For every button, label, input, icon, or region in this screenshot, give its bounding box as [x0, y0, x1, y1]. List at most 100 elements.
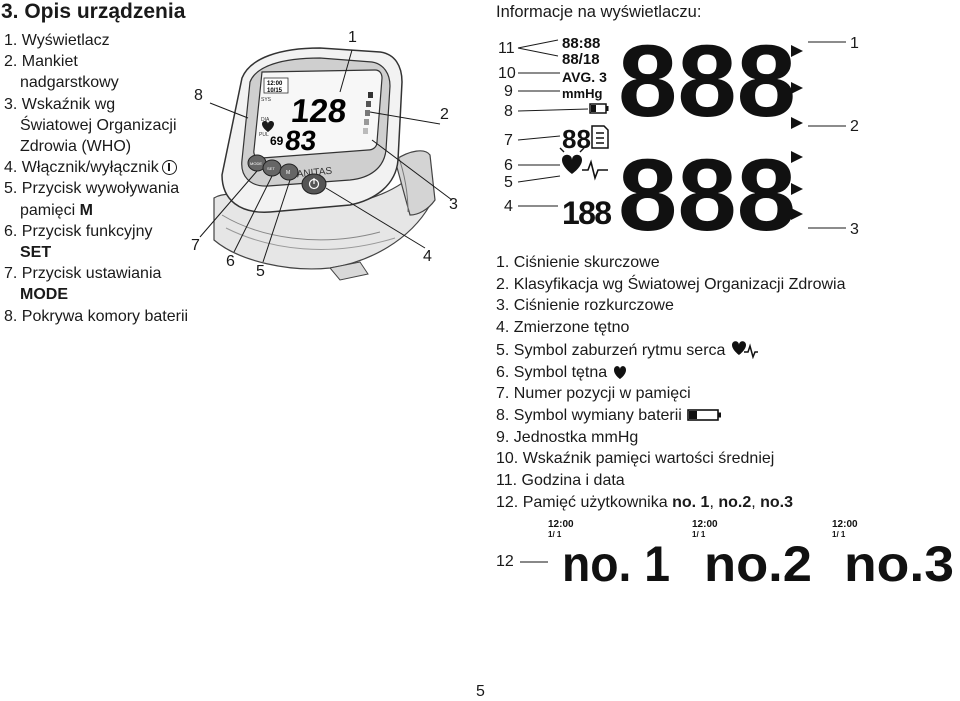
svg-text:12:00: 12:00	[692, 519, 718, 530]
callout-1: 1	[850, 35, 859, 52]
user-memory-glyph: no.2	[718, 493, 752, 511]
device-date: 10/15	[267, 88, 283, 94]
device-time: 12:00	[267, 81, 283, 87]
callout-11: 11	[498, 40, 515, 57]
svg-text:DIA: DIA	[261, 117, 270, 123]
svg-text:1/ 1: 1/ 1	[832, 530, 846, 539]
mode-key-label: MODE	[20, 286, 68, 304]
who-classification-arrows	[791, 45, 803, 220]
user-memory-glyph: no.3	[760, 493, 793, 511]
component-list: 1. Wyświetlacz 2. Mankiet nadgarstkowy 3…	[4, 30, 209, 327]
list-item: 7. Przycisk ustawiania	[4, 265, 162, 283]
callout-2: 2	[850, 118, 859, 135]
callout-7: 7	[191, 237, 200, 254]
heart-arrhythmia-icon	[731, 341, 758, 360]
list-item: 1. Wyświetlacz	[4, 32, 110, 49]
heart-arrhythmia-icon	[559, 147, 608, 181]
list-item: 10. Wskaźnik pamięci wartości średniej	[496, 450, 775, 468]
list-item: 5. Przycisk wywoływania	[4, 180, 180, 198]
list-item-continuation: Światowej Organizacji	[20, 116, 177, 134]
memory-key-label: M	[79, 201, 93, 219]
display-info-title: Informacje na wyświetlaczu:	[496, 3, 702, 21]
svg-text:12:00: 12:00	[832, 519, 858, 530]
lcd-date: 88/18	[562, 51, 600, 68]
callout-12: 12	[496, 553, 514, 570]
callout-5: 5	[256, 263, 265, 280]
callout-1: 1	[348, 29, 357, 46]
svg-text:no.3: no.3	[844, 536, 954, 592]
callout-2: 2	[440, 106, 449, 123]
list-item: 1. Ciśnienie skurczowe	[496, 254, 660, 271]
svg-text:M: M	[286, 170, 290, 176]
list-item-continuation: nadgarstkowy	[20, 74, 119, 92]
display-legend-list: 1. Ciśnienie skurczowe 2. Klasyfikacja w…	[496, 252, 845, 513]
user-memory-panels: 12:00 1/ 1 no. 1 12:00 1/ 1 no.2 12:00 1…	[520, 519, 954, 592]
list-item: 9. Jednostka mmHg	[496, 428, 639, 446]
section-title: 3. Opis urządzenia	[1, 0, 186, 23]
list-item-continuation: pamięci M	[20, 201, 93, 219]
lcd-systolic-digits: 888	[618, 24, 796, 138]
heart-icon	[613, 365, 626, 379]
lcd-unit: mmHg	[562, 86, 603, 101]
list-item: 8. Pokrywa komory baterii	[4, 307, 189, 325]
list-item: 12. Pamięć użytkownika no. 1, no.2, no.3	[496, 493, 793, 511]
callout-8: 8	[194, 87, 203, 104]
callout-8: 8	[504, 103, 513, 120]
lcd-time: 88:88	[562, 35, 600, 52]
set-key-label: SET	[20, 244, 52, 262]
callout-5: 5	[504, 174, 513, 191]
list-item: 2. Mankiet	[4, 53, 78, 71]
device-diastolic: 83	[284, 125, 318, 156]
memory-panel: 12:00 1/ 1 no.2	[692, 519, 812, 592]
svg-text:no. 1: no. 1	[562, 536, 670, 592]
user-memory-glyph: no. 1	[672, 493, 710, 511]
lcd-pulse: 188	[562, 195, 612, 231]
list-item: 8. Symbol wymiany baterii	[496, 405, 845, 427]
battery-icon	[589, 103, 609, 114]
device-systolic: 128	[289, 93, 348, 130]
list-item: 4. Włącznik/wyłącznik	[4, 157, 209, 178]
memory-panel: 12:00 1/ 1 no.3	[832, 519, 954, 592]
list-item: 4. Zmierzone tętno	[496, 319, 630, 337]
list-item: 3. Wskaźnik wg	[4, 95, 116, 113]
memory-button[interactable]: M	[279, 163, 299, 181]
set-button[interactable]: SET	[262, 159, 282, 177]
power-button[interactable]	[301, 173, 327, 195]
svg-text:1/ 1: 1/ 1	[692, 530, 706, 539]
who-indicator	[363, 92, 373, 134]
callout-3: 3	[850, 221, 859, 238]
list-item: 2. Klasyfikacja wg Światowej Organizacji…	[496, 275, 846, 293]
callout-4: 4	[504, 198, 513, 215]
list-item: 6. Przycisk funkcyjny	[4, 222, 153, 240]
svg-text:no.2: no.2	[704, 536, 812, 592]
lcd-diastolic-digits: 888	[618, 138, 796, 242]
device-pulse: 69	[270, 134, 284, 148]
svg-text:PUL: PUL	[259, 132, 269, 138]
lcd-memory-number: 88	[562, 124, 591, 154]
list-item: 11. Godzina i data	[496, 472, 625, 490]
battery-icon	[687, 409, 722, 421]
lcd-avg-indicator: AVG. 3	[562, 69, 607, 85]
svg-text:1/ 1: 1/ 1	[548, 530, 562, 539]
svg-text:12:00: 12:00	[548, 519, 574, 530]
lcd-diagram: 11 10 9 8 7 6 5 4 1 2 3 88:88 88/18 AVG.…	[498, 24, 859, 242]
callout-6: 6	[226, 253, 235, 270]
callout-4: 4	[423, 248, 432, 265]
callout-7: 7	[504, 132, 513, 149]
callout-10: 10	[498, 65, 516, 82]
svg-text:SYS: SYS	[261, 97, 272, 103]
list-item-continuation: Zdrowia (WHO)	[20, 138, 132, 156]
list-item: 5. Symbol zaburzeń rytmu serca	[496, 339, 845, 362]
svg-text:SET: SET	[267, 166, 275, 171]
memory-document-icon	[591, 125, 609, 149]
list-item: 6. Symbol tętna	[496, 362, 845, 384]
callout-9: 9	[504, 83, 513, 100]
callout-3: 3	[449, 196, 458, 213]
heart-icon	[262, 121, 274, 132]
memory-panel: 12:00 1/ 1 no. 1	[548, 519, 670, 592]
callout-6: 6	[504, 157, 513, 174]
list-item: 3. Ciśnienie rozkurczowe	[496, 297, 674, 315]
device-illustration: 12:00 10/15 SYS DIA PUL 128 83 69 SANITA…	[199, 47, 453, 281]
list-item: 7. Numer pozycji w pamięci	[496, 385, 691, 403]
power-icon	[161, 160, 177, 176]
